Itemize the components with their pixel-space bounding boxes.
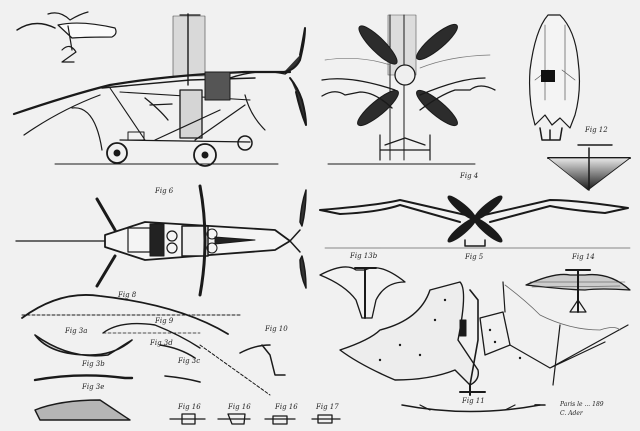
fig14-bird: [525, 269, 631, 313]
signature-line-1: Paris le ... 189: [560, 401, 604, 408]
front-view-figure: [321, 14, 496, 165]
side-view-figure: [12, 11, 307, 167]
figure-label: Fig 12: [585, 126, 608, 134]
wing-profile-figures: [21, 294, 341, 425]
figure-label: Fig 11: [462, 397, 485, 405]
fig11-spar: [401, 404, 546, 413]
top-bird-figure: [528, 14, 631, 191]
figure-label: Fig 16: [228, 403, 251, 411]
top-view-figure: [15, 184, 307, 297]
fig5-wing-membrane: [339, 281, 629, 396]
figure-label: Fig 10: [265, 325, 288, 333]
figure-label: Fig 3d: [150, 339, 173, 347]
figure-label: Fig 5: [465, 253, 484, 261]
figure-label: Fig 16: [275, 403, 298, 411]
figure-label: Fig 9: [155, 317, 174, 325]
figure-label: Fig 16: [178, 403, 201, 411]
figure-label: Fig 4: [460, 172, 479, 180]
fig13b-bird: [319, 266, 406, 319]
figure-label: Fig 3b: [82, 360, 105, 368]
figure-label: Fig 8: [118, 291, 137, 299]
figure-label: Fig 13b: [350, 252, 378, 260]
figure-label: Fig 3c: [178, 357, 201, 365]
figure-label: Fig 14: [572, 253, 595, 261]
signature-line-2: C. Ader: [560, 410, 583, 417]
figure-label: Fig 6: [155, 187, 174, 195]
signature-note: Paris le ... 189 C. Ader: [560, 400, 604, 418]
fig4-wingspan-figure: [319, 195, 631, 249]
figure-label: Fig 17: [316, 403, 339, 411]
figure-label: Fig 3a: [65, 327, 88, 335]
figure-label: Fig 3e: [82, 383, 105, 391]
